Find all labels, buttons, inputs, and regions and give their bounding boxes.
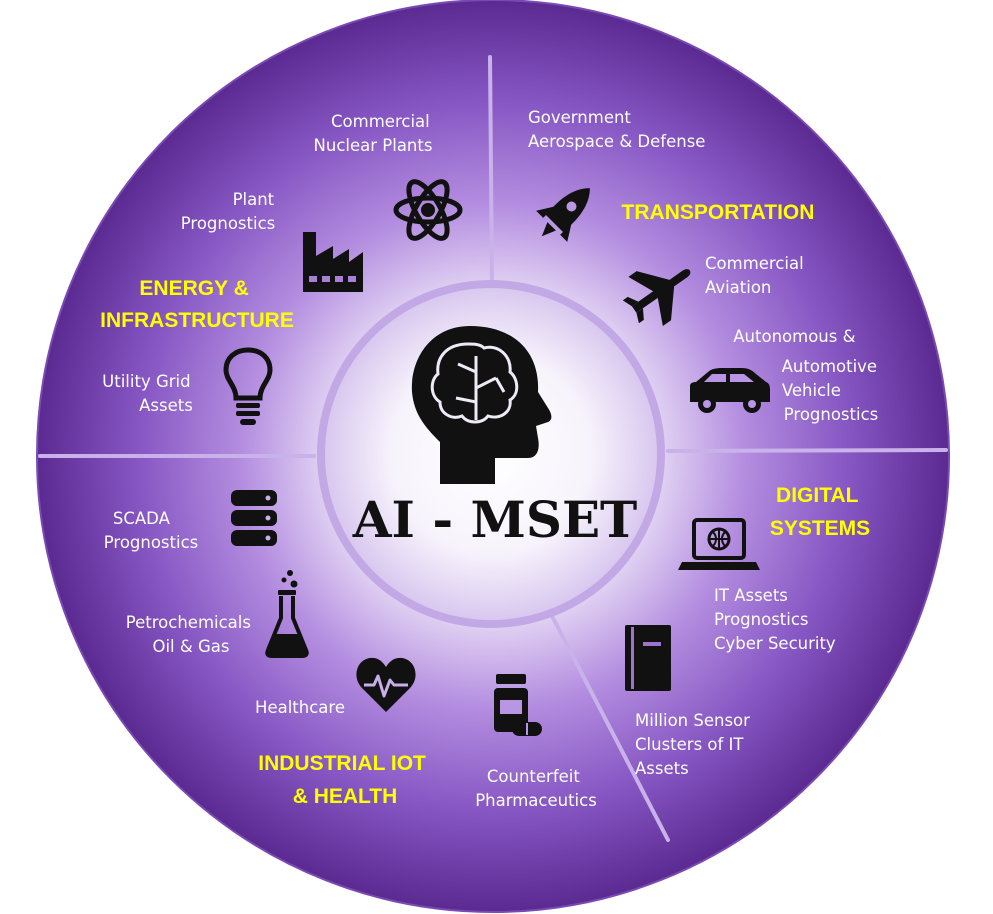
label-autonomous-vehicle: Autonomous & Automotive Vehicle Prognost… [733,327,882,424]
pill-bottle-icon [494,674,542,736]
flask-icon [265,570,309,658]
car-icon [690,368,770,413]
label-nuclear-plants: Commercial Nuclear Plants [314,112,435,155]
label-it-assets: IT Assets Prognostics Cyber Security [714,586,836,653]
category-transportation: TRANSPORTATION [622,201,815,224]
label-petrochemicals: Petrochemicals Oil & Gas [126,613,256,656]
airplane-icon [622,269,691,327]
laptop-globe-icon [678,518,760,570]
category-energy: ENERGY & INFRASTRUCTURE [100,277,294,332]
server-cabinet-icon [625,625,671,691]
label-government: Government Aerospace & Defense [528,108,705,151]
label-scada: SCADA Prognostics [104,509,199,552]
quadrant-dividers [38,55,948,842]
atom-icon [393,179,463,241]
category-industrial-iot-health: INDUSTRIAL IOT & HEALTH [258,752,431,808]
brain-head-icon [411,326,552,484]
rocket-icon [536,188,590,242]
label-counterfeit-pharma: Counterfeit Pharmaceutics [475,767,597,810]
database-icon [231,490,277,546]
outer-ring-border [36,0,950,913]
heart-pulse-icon [356,657,416,712]
category-digital-systems: DIGITAL SYSTEMS [770,484,870,540]
label-commercial-aviation: Commercial Aviation [705,254,809,297]
diagram-title: AI - MSET [352,490,638,549]
label-plant-prognostics: Plant Prognostics [181,190,280,233]
label-healthcare: Healthcare [255,698,345,717]
label-utility-grid: Utility Grid Assets [102,372,196,415]
factory-icon [303,232,363,292]
label-million-sensor: Million Sensor Clusters of IT Assets [635,711,755,778]
light-bulb-icon [223,347,273,425]
